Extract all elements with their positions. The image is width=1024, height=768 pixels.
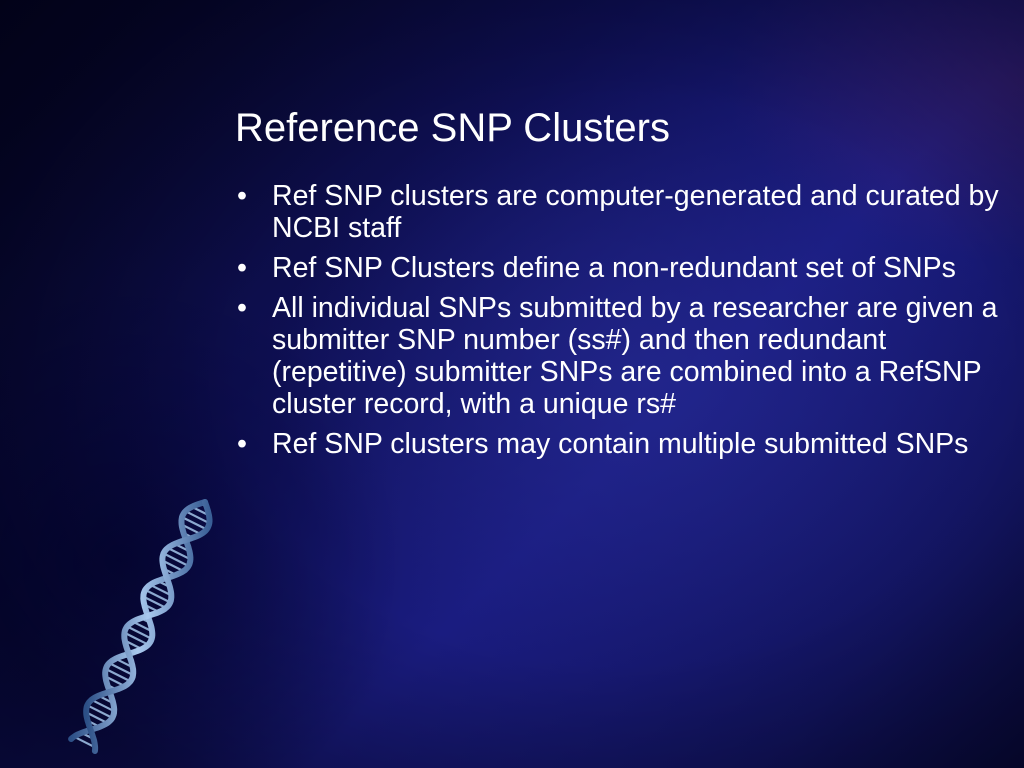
bullet-text: Ref SNP clusters are computer-generated …	[272, 180, 999, 244]
bullet-item: • All individual SNPs submitted by a res…	[233, 292, 1008, 420]
bullet-text: All individual SNPs submitted by a resea…	[272, 292, 998, 420]
bullet-list: • Ref SNP clusters are computer-generate…	[233, 180, 1008, 468]
slide-title: Reference SNP Clusters	[235, 106, 670, 150]
dna-helix-icon	[68, 499, 213, 754]
bullet-marker: •	[237, 428, 247, 460]
bullet-item: • Ref SNP clusters may contain multiple …	[233, 428, 1008, 460]
bullet-text: Ref SNP Clusters define a non-redundant …	[272, 252, 956, 284]
bullet-marker: •	[237, 180, 247, 212]
bullet-item: • Ref SNP clusters are computer-generate…	[233, 180, 1008, 244]
bullet-item: • Ref SNP Clusters define a non-redundan…	[233, 252, 1008, 284]
bullet-marker: •	[237, 292, 247, 324]
bullet-marker: •	[237, 252, 247, 284]
bullet-text: Ref SNP clusters may contain multiple su…	[272, 428, 969, 460]
